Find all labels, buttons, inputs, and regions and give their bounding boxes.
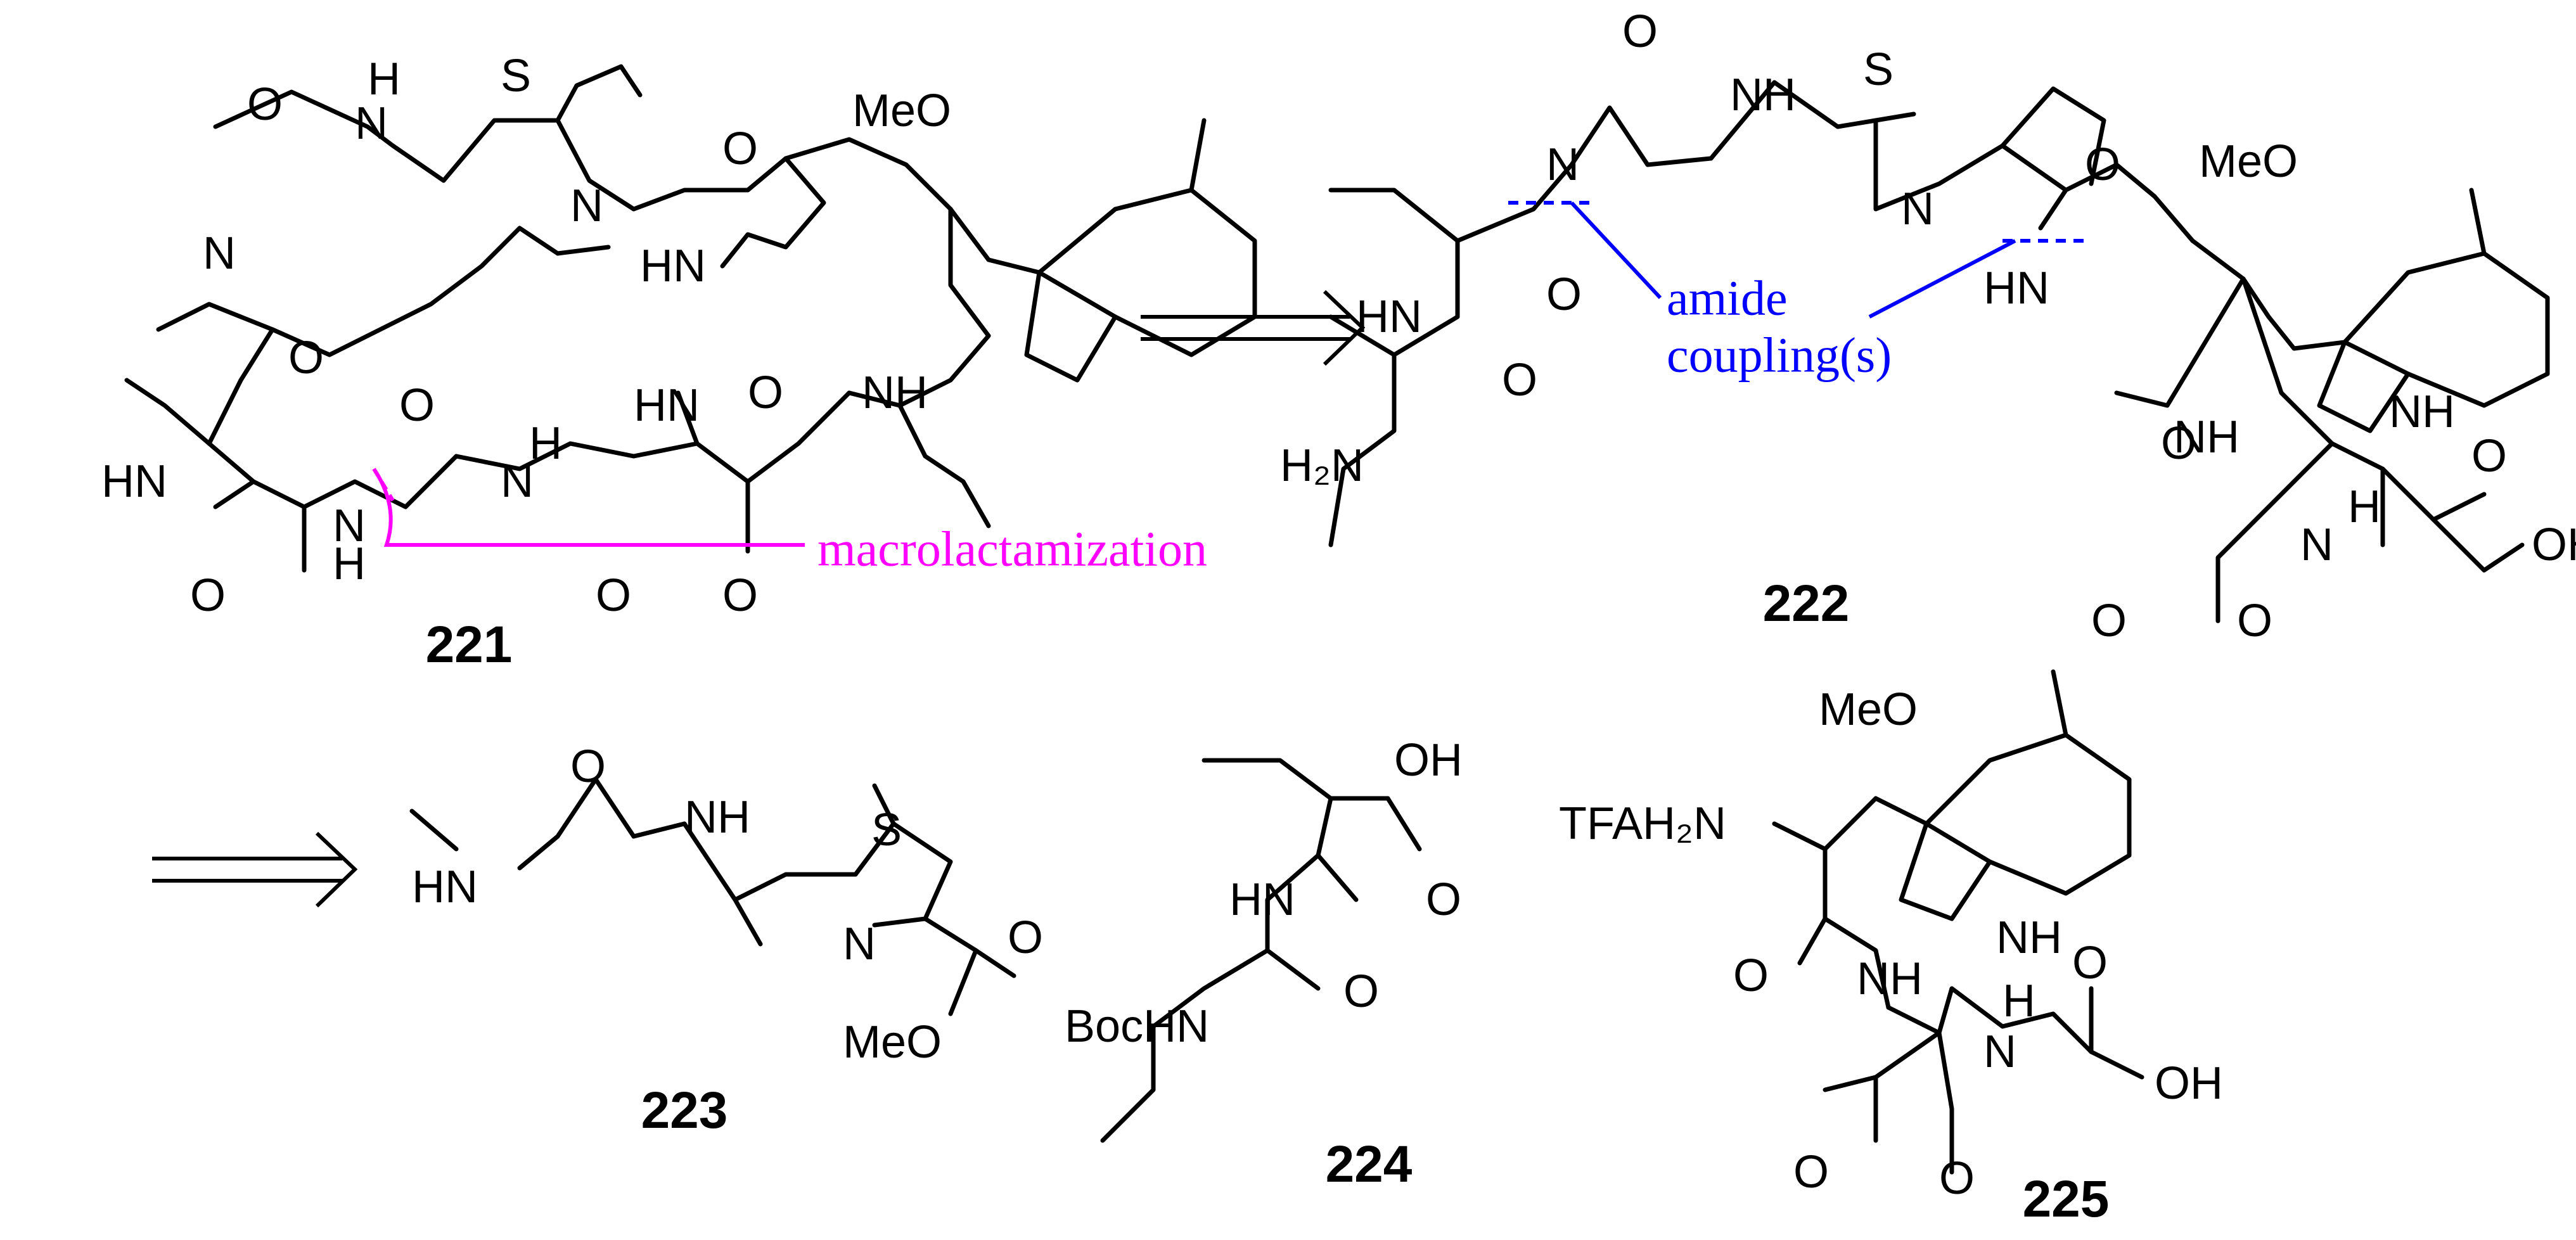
hn-221-b: HN: [634, 380, 700, 431]
nh-222-a: NH: [1730, 70, 1796, 120]
hn-222-b: HN: [1356, 291, 1422, 342]
o-221-h: O: [722, 570, 758, 621]
meo-221: MeO: [852, 86, 951, 136]
nh-221-a: H: [368, 54, 400, 105]
o-224-a: O: [1426, 874, 1461, 925]
macrolactamization-label: macrolactamization: [817, 521, 1207, 577]
o-223-a: O: [570, 741, 606, 792]
bochn-224: BocHN: [1065, 1001, 1209, 1052]
n-223: N: [843, 919, 876, 969]
oh-224: OH: [1394, 735, 1463, 786]
o-222-d: O: [1502, 355, 1537, 406]
oh-222: OH: [2532, 520, 2576, 570]
h-222: H: [2348, 482, 2381, 532]
o-221-e: O: [399, 380, 435, 431]
o-225-a: O: [1733, 950, 1769, 1001]
o-221-c: O: [748, 368, 783, 418]
o-225-d: O: [1939, 1153, 1975, 1204]
o-222-g: O: [2091, 596, 2127, 646]
s-223: S: [871, 805, 902, 855]
o-221-a: O: [247, 79, 283, 130]
o-222-a: O: [1622, 6, 1658, 57]
meo-222: MeO: [2199, 136, 2298, 187]
o-221-d: O: [288, 333, 324, 383]
compound-label-222: 222: [1763, 575, 1850, 632]
nh-221-indole: NH: [862, 368, 928, 418]
compound-225-structure: [1772, 669, 2144, 1175]
o-225-b: O: [2072, 938, 2108, 988]
amide-line-2: [1868, 239, 2016, 319]
o-221-f: O: [190, 570, 226, 621]
n-221-thiazole: N: [570, 181, 603, 231]
tfah2n-225: TFAH₂N: [1559, 798, 1726, 849]
o-222-c: O: [1546, 269, 1582, 320]
nh-222-b: NH: [2174, 412, 2240, 463]
n-221-b: N: [203, 228, 236, 279]
n-221-d: N: [333, 501, 366, 551]
compound-label-224: 224: [1326, 1135, 1413, 1193]
oh-225: OH: [2155, 1058, 2223, 1109]
meo-223: MeO: [843, 1017, 942, 1068]
h-221-b: H: [333, 539, 366, 589]
n-222-b: N: [2300, 520, 2333, 570]
n-225: N: [1983, 1026, 2016, 1077]
o-225-c: O: [1793, 1147, 1829, 1198]
amide-line-1: [1570, 201, 1662, 300]
meo-225: MeO: [1819, 684, 1918, 735]
o-222-b: O: [2085, 139, 2120, 190]
hn-224: HN: [1229, 874, 1295, 925]
nh-222-indole: NH: [2389, 387, 2455, 437]
nh-225-indole: NH: [1996, 912, 2062, 963]
n-221-a: N: [355, 98, 388, 149]
nh-223: NH: [684, 792, 750, 843]
compound-224-structure: [1100, 758, 1422, 1143]
compound-223-structure: [409, 777, 1016, 1016]
compound-label-223: 223: [641, 1082, 728, 1139]
compound-label-225: 225: [2023, 1170, 2110, 1228]
hn-222-a: HN: [1983, 263, 2049, 314]
macrolactamization-cut: [372, 468, 395, 502]
o-223-b: O: [1008, 912, 1043, 963]
nh-225-a: NH: [1857, 954, 1923, 1004]
n-221-c: N: [501, 456, 534, 507]
o-222-e: O: [2161, 418, 2196, 469]
h-221-a: H: [529, 418, 562, 469]
compound-222-structure: [1328, 80, 2550, 623]
compound-label-221: 221: [426, 616, 513, 674]
macrolactamization-line: [372, 468, 805, 547]
o-221-g: O: [596, 570, 631, 621]
retro-arrow-1: [1141, 290, 1366, 366]
o-222-h: O: [2237, 596, 2272, 646]
h-225: H: [2002, 976, 2035, 1026]
amide-label-line2: coupling(s): [1667, 328, 1892, 383]
o-222-f: O: [2471, 431, 2507, 482]
h2n-222: H₂N: [1280, 440, 1364, 491]
hn-221-a: HN: [640, 241, 706, 291]
retro-arrow-2: [152, 831, 358, 908]
s-222: S: [1863, 44, 1894, 95]
hn-221-c: HN: [101, 456, 167, 507]
compound-221-structure: [124, 64, 1257, 573]
amide-label-line1: amide: [1667, 271, 1788, 326]
n-222-a: N: [1546, 139, 1579, 190]
o-224-b: O: [1343, 966, 1379, 1017]
o-221-b: O: [722, 124, 758, 174]
s-221: S: [501, 51, 531, 101]
n-222-thiazole: N: [1901, 184, 1934, 234]
hn-223: HN: [412, 862, 478, 912]
